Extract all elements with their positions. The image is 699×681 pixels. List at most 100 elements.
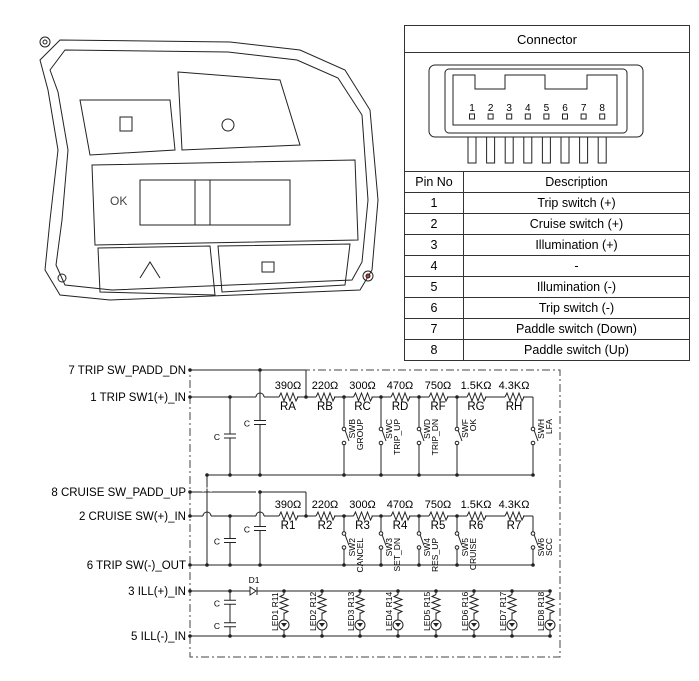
capacitor-label: C xyxy=(244,419,250,429)
resistor-value: 220Ω xyxy=(312,499,339,511)
resistor-value: 4.3KΩ xyxy=(499,499,530,511)
resistor-value: 750Ω xyxy=(425,380,452,392)
resistor-label: R2 xyxy=(318,520,333,532)
switch-blade xyxy=(381,534,387,546)
resistor xyxy=(468,594,480,614)
resistor-value: 4.3KΩ xyxy=(499,380,530,392)
terminal-label: 6 TRIP SW(-)_OUT xyxy=(87,560,186,572)
switch-blade xyxy=(344,534,350,546)
pin-label: 5 xyxy=(544,103,550,114)
led-symbol xyxy=(281,623,287,627)
pin-description: Trip switch (-) xyxy=(463,297,690,319)
connector-title: Connector xyxy=(404,25,690,53)
junction xyxy=(548,634,552,638)
switch-function: RES_UP xyxy=(430,538,440,572)
switch-blade xyxy=(381,429,387,442)
led-label: LED4 R14 xyxy=(384,592,394,631)
switch-function: TRIP_UP xyxy=(392,419,402,455)
capacitor-label: C xyxy=(244,525,250,535)
pin-terminal xyxy=(543,113,550,120)
resistor xyxy=(315,510,336,522)
switch-blade xyxy=(533,429,539,442)
led-label: LED1 R11 xyxy=(270,592,280,631)
pin-number: 4 xyxy=(404,255,464,277)
led-symbol xyxy=(319,623,325,627)
junction xyxy=(510,634,514,638)
pin-label: 7 xyxy=(581,103,587,114)
led-label: LED7 R17 xyxy=(498,592,508,631)
resistor xyxy=(316,594,328,614)
pin-number: 7 xyxy=(404,318,464,340)
terminal-label: 3 ILL(+)_IN xyxy=(128,586,186,598)
terminal-label: 2 CRUISE SW(+)_IN xyxy=(79,511,186,523)
description-header: Description xyxy=(463,171,690,193)
pin-description: Illumination (+) xyxy=(463,234,690,256)
pin-description: Paddle switch (Down) xyxy=(463,318,690,340)
pin-terminal xyxy=(562,113,568,120)
switch-blade xyxy=(344,429,350,442)
resistor-label: R6 xyxy=(469,520,484,532)
switch-function: SET_DN xyxy=(392,538,402,572)
switch-function: CRUISE xyxy=(468,538,478,570)
junction xyxy=(396,634,400,638)
resistor-label: RB xyxy=(317,401,333,413)
resistor-value: 1.5KΩ xyxy=(461,499,492,511)
resistor xyxy=(428,391,449,403)
diode xyxy=(249,586,257,596)
pin-number: 8 xyxy=(404,339,464,361)
led-label: LED3 R13 xyxy=(346,592,356,631)
resistor xyxy=(315,391,336,403)
terminal-label: 8 CRUISE SW_PADD_UP xyxy=(51,487,186,499)
resistor-label: R1 xyxy=(281,520,296,532)
resistor-label: RC xyxy=(354,401,371,413)
switch-blade xyxy=(419,429,425,442)
pin-terminal xyxy=(487,113,494,120)
resistor-value: 300Ω xyxy=(349,380,376,392)
resistor-label: R7 xyxy=(507,520,522,532)
pin-leg xyxy=(579,137,589,164)
switch-contact xyxy=(378,426,384,432)
switch-function: OK xyxy=(468,419,478,432)
pin-leg xyxy=(486,137,496,164)
switch-id: SW5 xyxy=(460,538,470,557)
junction xyxy=(228,634,232,638)
resistor-value: 390Ω xyxy=(275,380,302,392)
switch-contact xyxy=(341,426,347,432)
pin-label: 2 xyxy=(488,103,494,114)
pin-leg xyxy=(560,137,570,164)
pin-no-header: Pin No xyxy=(404,171,464,193)
junction xyxy=(434,634,438,638)
pin-label: 1 xyxy=(469,103,475,114)
pin-description: Cruise switch (+) xyxy=(463,213,690,235)
led-symbol xyxy=(395,623,401,627)
resistor xyxy=(506,594,518,614)
switch-blade xyxy=(419,534,425,546)
resistor xyxy=(354,594,366,614)
pin-number: 6 xyxy=(404,297,464,319)
switch-function: TRIP_DN xyxy=(430,419,440,455)
switch-id: SWD xyxy=(422,419,432,439)
switch-function: CANCEL xyxy=(355,538,365,573)
resistor-label: R4 xyxy=(393,520,408,532)
capacitor-label: C xyxy=(214,621,220,631)
diode-label: D1 xyxy=(249,575,260,585)
led-symbol xyxy=(433,623,439,627)
terminal-label: 1 TRIP SW1(+)_IN xyxy=(90,392,186,404)
resistor-value: 1.5KΩ xyxy=(461,380,492,392)
resistor-value: 470Ω xyxy=(387,380,414,392)
pin-label: 3 xyxy=(506,103,512,114)
resistor-value: 220Ω xyxy=(312,380,339,392)
switch-id: SWC xyxy=(384,419,394,439)
lane-assist-icon xyxy=(139,261,161,279)
resistor-label: R5 xyxy=(431,520,446,532)
resistor xyxy=(466,510,487,522)
pin-terminal xyxy=(580,113,587,120)
pin-leg xyxy=(597,137,607,164)
resistor xyxy=(504,391,525,403)
resistor-label: RH xyxy=(506,401,523,413)
resistor-label: RF xyxy=(430,401,445,413)
